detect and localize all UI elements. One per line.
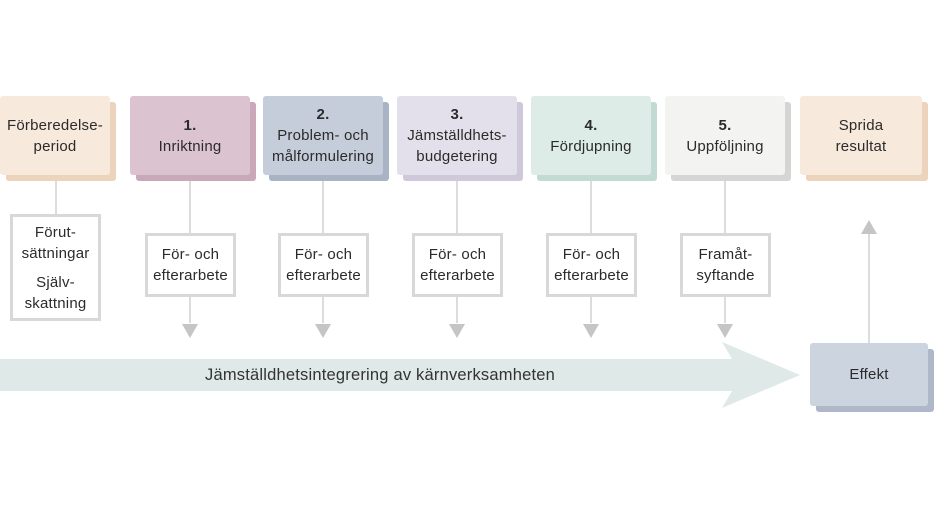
sub-box-line: För- och: [294, 246, 353, 263]
sub-box-line: För- och: [428, 246, 487, 263]
integration-band-arrow-body: [0, 359, 742, 391]
stage-box-4-fordjupning: 4. Fördjupning: [531, 96, 651, 175]
stage-title-line: Uppföljning: [686, 137, 764, 155]
sub-box-line: För- och: [562, 246, 621, 263]
integration-band-label: Jämställdhetsintegrering av kärnverksamh…: [205, 366, 555, 384]
stage-title-line: Problem- och: [277, 127, 369, 144]
stage-title-line: Fördjupning: [550, 137, 632, 155]
arrow-down-icon: [315, 324, 331, 338]
arrow-down-icon: [717, 324, 733, 338]
sub-box-line: skattning: [24, 294, 87, 312]
stage-title-line: budgetering: [416, 148, 498, 165]
sub-box-line: efterarbete: [420, 267, 495, 284]
stage-title-line: resultat: [835, 137, 887, 155]
sub-box-for-och-efterarbete-1: För- och efterarbete: [145, 233, 236, 297]
sub-box-line: Förut-: [34, 223, 77, 241]
arrow-down-icon: [449, 324, 465, 338]
stage-number: 1.: [183, 116, 197, 134]
sub-box-for-och-efterarbete-2: För- och efterarbete: [278, 233, 369, 297]
sub-box-group: Förut- sättningar: [22, 222, 90, 264]
stage-number: 5.: [718, 116, 732, 134]
stage-number: 2.: [316, 106, 330, 123]
sub-box-for-och-efterarbete-4: För- och efterarbete: [546, 233, 637, 297]
connector-line-prep: [55, 175, 57, 214]
stage-number: 3.: [450, 106, 464, 123]
sub-box-framatsyftande: Framåt- syftande: [680, 233, 771, 297]
stage-box-2-problem-och-malformulering: 2. Problem- och målformulering: [263, 96, 383, 175]
sub-box-line: efterarbete: [554, 267, 629, 284]
sub-box-line: efterarbete: [286, 267, 361, 284]
connector-line-effekt-up: [868, 234, 870, 343]
stage-title-line: Inriktning: [158, 137, 222, 155]
arrow-up-icon: [861, 220, 877, 234]
stage-box-3-jamstalldhetsbudgetering: 3. Jämställdhets- budgetering: [397, 96, 517, 175]
stage-title-line: Förberedelse-: [7, 116, 103, 134]
sub-box-line: sättningar: [21, 244, 90, 262]
sub-box-group: Själv- skattning: [25, 272, 87, 314]
sub-box-line: För- och: [161, 246, 220, 263]
sub-box-forutsattningar-sjalvskattning: Förut- sättningar Själv- skattning: [10, 214, 101, 321]
sub-box-line: Framåt-: [698, 246, 753, 263]
stage-box-sprida-resultat: Sprida resultat: [800, 96, 922, 175]
arrow-down-icon: [182, 324, 198, 338]
stage-title-line: målformulering: [272, 148, 374, 165]
stage-title-line: Sprida: [838, 116, 884, 134]
sub-box-line: syftande: [696, 267, 755, 284]
stage-box-1-inriktning: 1. Inriktning: [130, 96, 250, 175]
stage-title-line: period: [33, 137, 77, 155]
effekt-box: Effekt: [810, 343, 928, 406]
stage-box-forberedelseperiod: Förberedelse- period: [0, 96, 110, 175]
sub-box-line: efterarbete: [153, 267, 228, 284]
sub-box-line: Själv-: [36, 273, 75, 291]
effekt-label: Effekt: [849, 366, 889, 383]
stage-number: 4.: [584, 116, 598, 134]
stage-box-5-uppfoljning: 5. Uppföljning: [665, 96, 785, 175]
sub-box-for-och-efterarbete-3: För- och efterarbete: [412, 233, 503, 297]
stage-title-line: Jämställdhets-: [407, 127, 507, 144]
arrow-down-icon: [583, 324, 599, 338]
